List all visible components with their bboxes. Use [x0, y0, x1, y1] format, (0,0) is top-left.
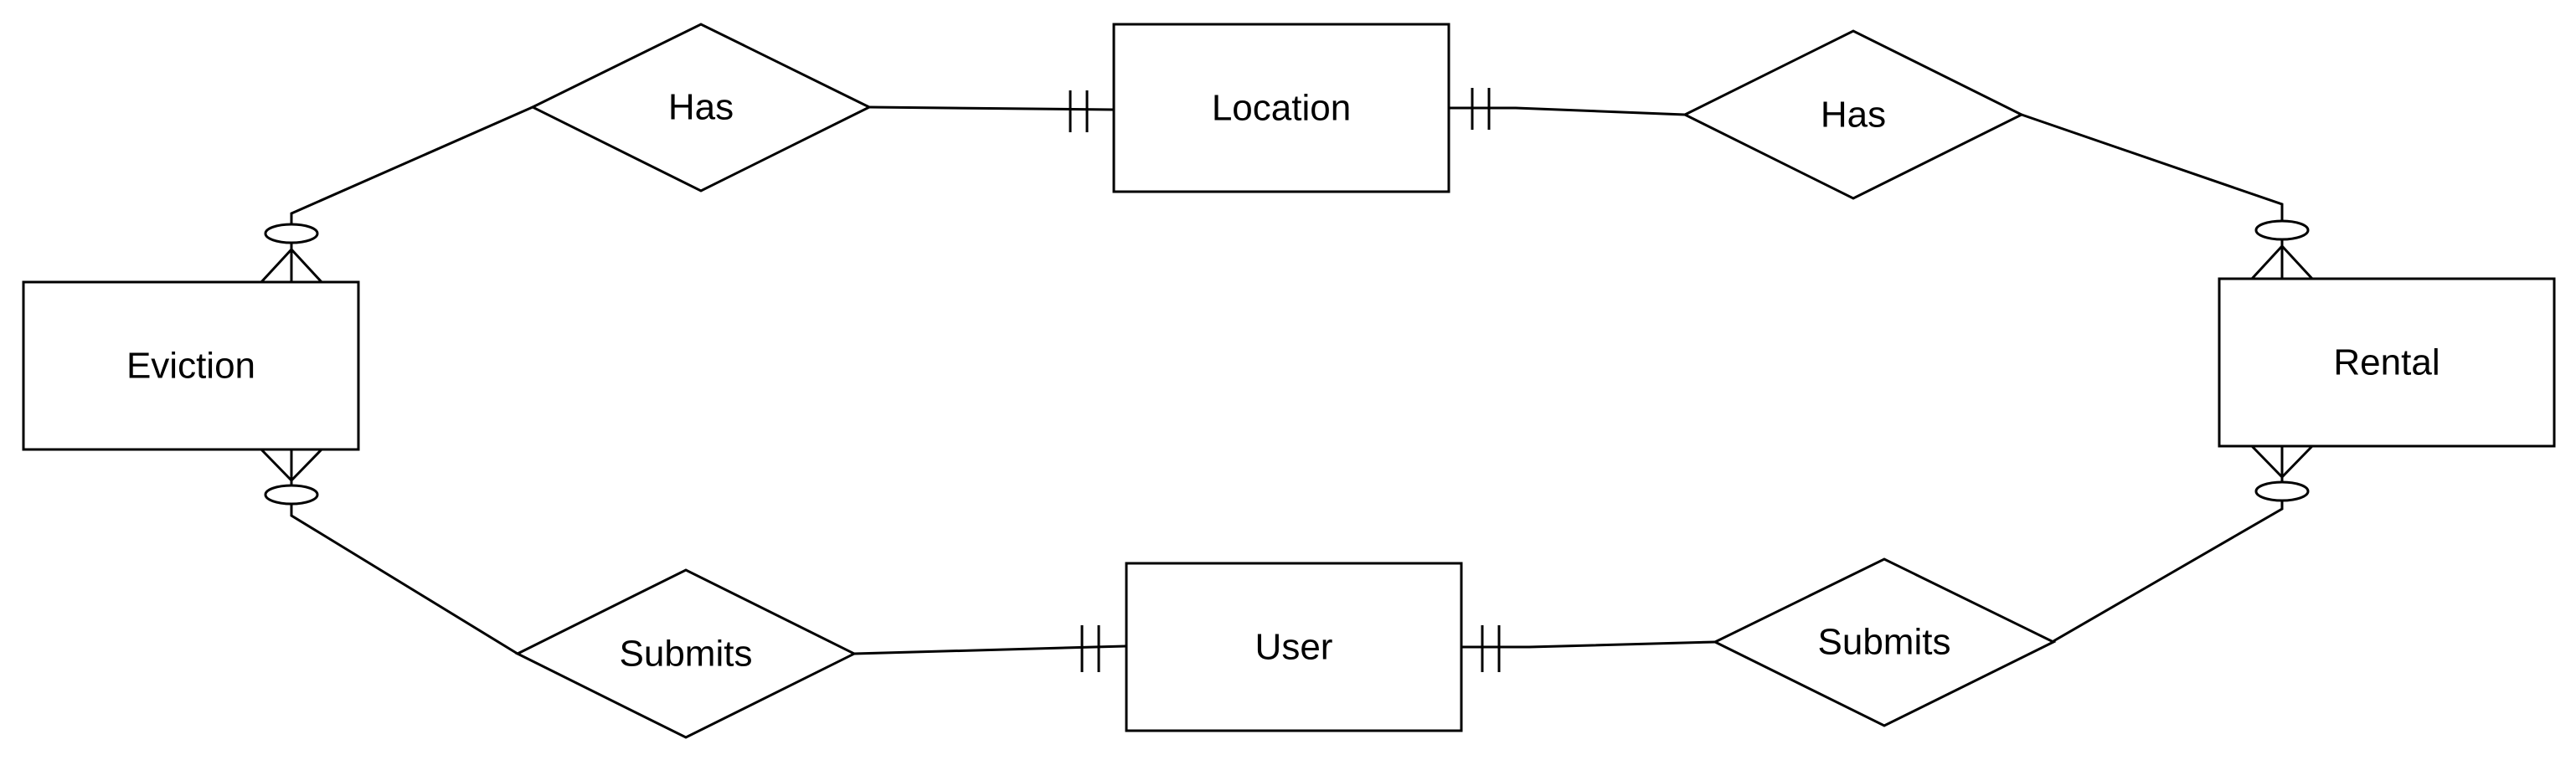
entity-rental-label: Rental: [2333, 342, 2439, 383]
relationship-submits-right-label: Submits: [1818, 622, 1951, 663]
connector-submits-left-user: [853, 644, 1126, 655]
connector-eviction-submits-left: [290, 456, 518, 655]
cardinality-rental-submits: [2250, 444, 2314, 502]
cardinality-markers: [260, 88, 2314, 672]
connector-user-submits-right: [1462, 640, 1716, 649]
relationship-submits-right[interactable]: Submits: [1712, 557, 2057, 727]
relationship-has-left[interactable]: Has: [529, 23, 873, 193]
relationship-submits-left-label: Submits: [620, 634, 753, 675]
connector-location-has-right: [1449, 106, 1686, 116]
entity-eviction[interactable]: Eviction: [22, 280, 360, 451]
connector-has-right-rental: [2021, 113, 2284, 226]
relationship-has-right-label: Has: [1821, 95, 1886, 136]
relationship-has-left-label: Has: [668, 87, 734, 128]
cardinality-user-submits-left: [1080, 625, 1100, 672]
cardinality-eviction-has: [260, 223, 323, 284]
entity-location[interactable]: Location: [1112, 23, 1450, 193]
connector-submits-right-rental: [2053, 452, 2284, 643]
cardinality-location-has-left: [1069, 90, 1089, 132]
cardinality-rental-has: [2250, 219, 2314, 280]
entity-rental[interactable]: Rental: [2218, 277, 2556, 448]
relationship-has-right[interactable]: Has: [1682, 29, 2025, 200]
connector-has-left-eviction: [290, 105, 533, 234]
relationship-submits-left[interactable]: Submits: [514, 568, 858, 739]
cardinality-location-has-right: [1471, 88, 1491, 130]
entity-user-label: User: [1255, 627, 1333, 668]
connector-has-left-location: [868, 105, 1115, 111]
cardinality-eviction-submits: [260, 448, 323, 506]
entity-user[interactable]: User: [1125, 562, 1463, 732]
entity-location-label: Location: [1212, 88, 1351, 129]
entity-eviction-label: Eviction: [126, 346, 255, 387]
cardinality-user-submits-right: [1481, 625, 1501, 672]
